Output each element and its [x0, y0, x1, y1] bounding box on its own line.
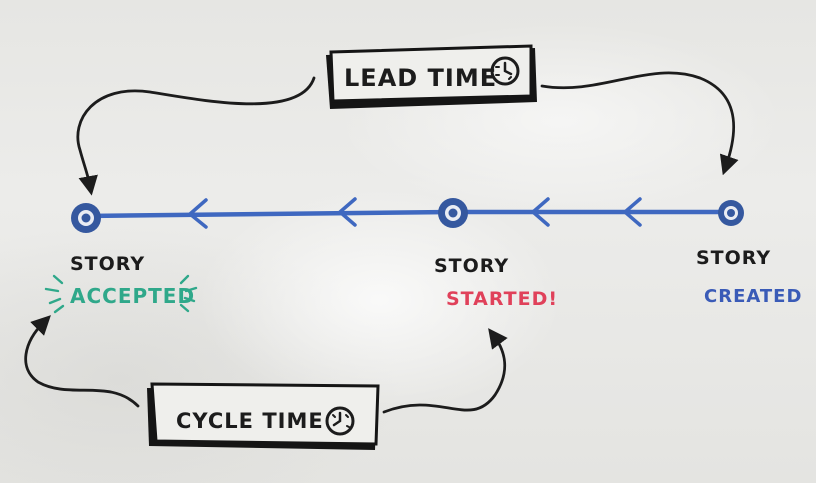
node-created [718, 200, 744, 226]
timeline-chevron-4 [623, 197, 642, 227]
lead-time-arrow-right [540, 71, 739, 176]
lead-time-arrow-left [76, 76, 316, 196]
cycle-time-box: CYCLE TIME [147, 382, 380, 450]
cycle-time-arrow-left [24, 315, 140, 408]
timeline-chevron-3 [531, 197, 550, 227]
node-started [438, 198, 468, 228]
timeline-chevron-1 [188, 198, 208, 229]
created-line1: STORY [696, 247, 771, 269]
milestone-accepted: STORY ACCEPTED [44, 253, 198, 314]
timeline-chevron-2 [338, 197, 357, 227]
emphasis-marks [44, 274, 198, 314]
created-line2: CREATED [704, 286, 802, 307]
accepted-line1: STORY [70, 253, 145, 275]
cycle-time-arrow-right [382, 328, 508, 414]
clock-icon [490, 56, 520, 86]
cycle-time-label: CYCLE TIME [176, 409, 324, 433]
lead-time-label: LEAD TIME [344, 64, 497, 92]
timeline [83, 197, 735, 229]
clock-icon [325, 406, 355, 436]
milestone-created: STORY CREATED [696, 247, 802, 307]
timeline-line [83, 209, 735, 219]
lead-time-box: LEAD TIME [326, 44, 537, 109]
started-line1: STORY [434, 255, 509, 277]
node-accepted [71, 203, 101, 233]
accepted-line2: ACCEPTED [70, 284, 195, 308]
started-line2: STARTED! [446, 288, 558, 310]
milestone-started: STORY STARTED! [434, 255, 558, 310]
